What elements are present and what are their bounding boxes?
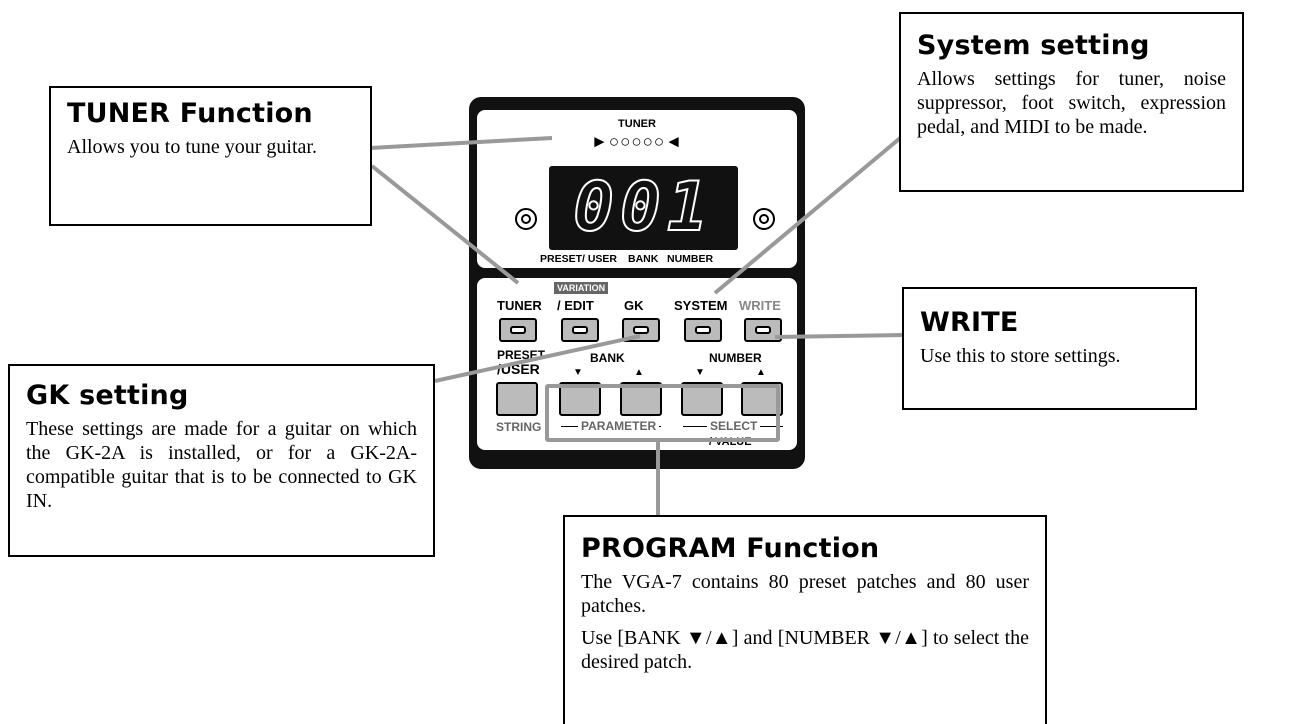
gk-button[interactable] <box>622 318 660 342</box>
display-digits: 001 <box>572 167 714 248</box>
screw-icon <box>515 208 537 230</box>
program-buttons-highlight <box>545 384 780 442</box>
gk-callout-body: These settings are made for a guitar on … <box>26 418 417 513</box>
write-callout-body: Use this to store settings. <box>920 345 1121 368</box>
tuner-callout: TUNER Function Allows you to tune your g… <box>49 86 372 226</box>
gk-callout-title: GK setting <box>26 380 189 411</box>
led-icon <box>633 326 649 334</box>
led-icon <box>572 326 588 334</box>
display-section: TUNER ►○○○○○◄ 001 PRESET/ USER BANK NUMB… <box>477 110 797 268</box>
system-callout-title: System setting <box>917 30 1150 61</box>
gk-callout: GK setting These settings are made for a… <box>8 364 435 557</box>
edit-button[interactable] <box>561 318 599 342</box>
tuner-callout-body: Allows you to tune your guitar. <box>67 136 317 159</box>
system-button-label: SYSTEM <box>674 298 728 313</box>
gk-button-label: GK <box>624 298 644 313</box>
program-callout-body-1: The VGA-7 contains 80 preset patches and… <box>581 571 1029 618</box>
select-label: SELECT <box>707 419 761 433</box>
write-callout: WRITE Use this to store settings. <box>902 287 1197 410</box>
tuner-led-indicator: ►○○○○○◄ <box>591 132 683 151</box>
display-label-bank: BANK <box>628 253 659 265</box>
write-callout-title: WRITE <box>920 307 1019 338</box>
bank-label: BANK <box>590 351 625 365</box>
up-arrow-icon: ▲ <box>634 367 644 378</box>
led-icon <box>695 326 711 334</box>
display-label-preset-user: PRESET/ USER <box>540 253 618 265</box>
edit-button-label: / EDIT <box>557 298 594 313</box>
program-callout-body-2: Use [BANK ▼/▲] and [NUMBER ▼/▲] to selec… <box>581 627 1029 674</box>
system-button[interactable] <box>684 318 722 342</box>
system-callout-body: Allows settings for tuner, noise suppres… <box>917 68 1226 139</box>
up-arrow-icon: ▲ <box>756 367 766 378</box>
down-arrow-icon: ▼ <box>573 367 583 378</box>
down-arrow-icon: ▼ <box>695 367 705 378</box>
display-label-number: NUMBER <box>667 253 714 265</box>
system-callout: System setting Allows settings for tuner… <box>899 12 1244 192</box>
variation-label: VARIATION <box>554 282 609 294</box>
parameter-label: PARAMETER <box>578 419 660 433</box>
led-icon <box>755 326 771 334</box>
led-display: 001 <box>549 166 738 250</box>
tuner-callout-title: TUNER Function <box>67 98 313 129</box>
tuner-button[interactable] <box>499 318 537 342</box>
write-button-label: WRITE <box>739 298 781 313</box>
user-label: /USER <box>497 361 540 377</box>
number-label: NUMBER <box>709 351 762 365</box>
tuner-indicator-label: TUNER <box>618 118 656 130</box>
program-callout-title: PROGRAM Function <box>581 533 880 564</box>
led-icon <box>510 326 526 334</box>
preset-user-button[interactable] <box>496 382 538 416</box>
program-callout: PROGRAM Function The VGA-7 contains 80 p… <box>563 515 1047 724</box>
tuner-button-label: TUNER <box>497 298 542 313</box>
string-label: STRING <box>496 420 542 434</box>
screw-icon <box>753 208 775 230</box>
preset-label: PRESET <box>497 348 546 362</box>
write-button[interactable] <box>744 318 782 342</box>
